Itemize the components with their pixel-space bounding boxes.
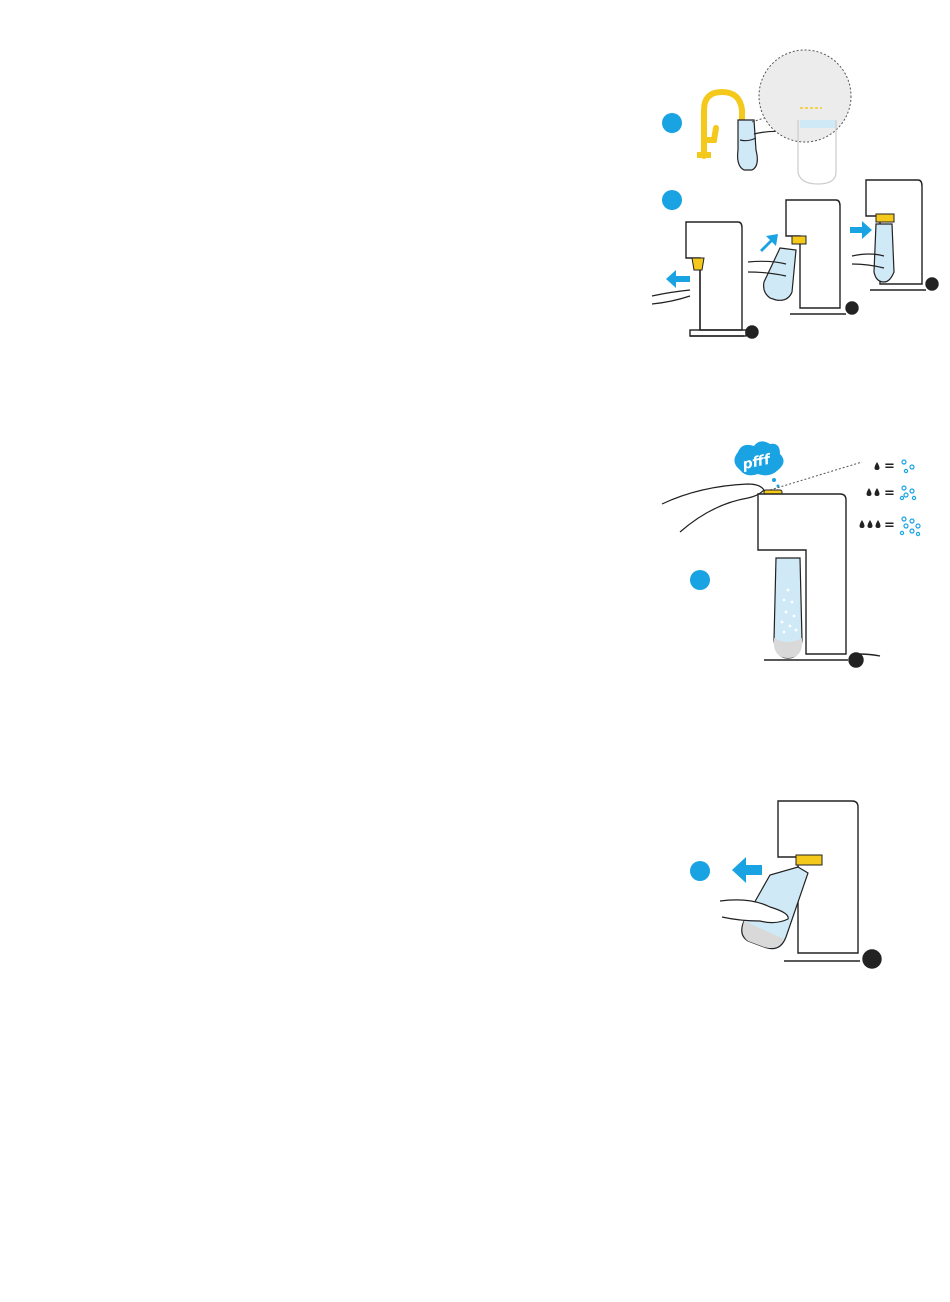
equals-sign: = [884, 518, 895, 533]
level-1-row: = [875, 459, 915, 474]
drop-icon [868, 520, 873, 528]
level-3-row: = [860, 517, 921, 536]
bottle-icon [774, 558, 802, 658]
step-dot-icon [662, 190, 682, 210]
step4-illustration [0, 795, 950, 975]
faucet-icon [697, 92, 742, 158]
level-2-row: = [867, 486, 916, 501]
step1-illustration [0, 0, 950, 180]
step-dot-icon [662, 113, 682, 133]
equals-sign: = [884, 459, 895, 474]
arm-icon [662, 484, 764, 532]
bubbles-icon [902, 460, 914, 473]
drop-icon [876, 520, 881, 528]
drop-icon [867, 488, 872, 496]
step3-panel: pfff = = [0, 440, 950, 680]
bubbles-icon [900, 517, 920, 536]
drop-icon [875, 462, 880, 470]
machine-icon [686, 222, 758, 338]
arrow-left-icon [732, 857, 762, 883]
drop-icon [860, 520, 865, 528]
step-dot-icon [690, 570, 710, 590]
machine-icon [786, 200, 858, 314]
step4-panel [0, 795, 950, 975]
carbonation-levels: = = = [860, 459, 921, 536]
arrow-left-icon [666, 270, 690, 288]
step-dot-icon [690, 861, 710, 881]
step2-panel [0, 180, 950, 370]
step2-illustration [0, 180, 950, 370]
drop-icon [875, 488, 880, 496]
step3-illustration: pfff = = [0, 440, 950, 680]
arrow-up-right-icon [760, 234, 778, 252]
step1-panel [0, 0, 950, 180]
fill-line-zoom-icon [752, 50, 851, 184]
equals-sign: = [884, 486, 895, 501]
arrow-right-icon [850, 221, 872, 239]
bubbles-icon [900, 486, 915, 500]
